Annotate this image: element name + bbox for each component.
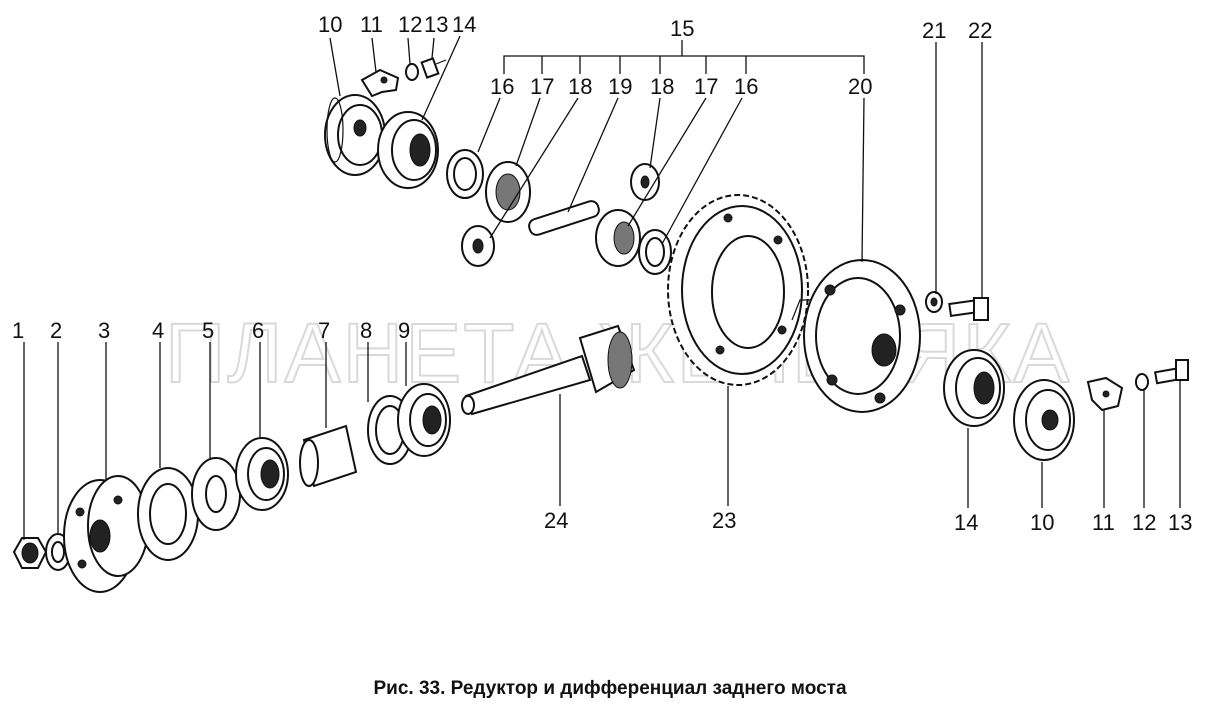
side-gear-washer-left bbox=[446, 149, 484, 199]
callout-6: 6 bbox=[252, 318, 264, 343]
side-gear-left bbox=[485, 161, 531, 223]
lock-plate-top bbox=[360, 68, 400, 98]
pinion-satellite-left bbox=[461, 225, 495, 267]
differential-case bbox=[791, 259, 921, 413]
washer-right bbox=[1135, 373, 1149, 391]
adjusting-nut-right bbox=[1013, 379, 1075, 461]
washer-top bbox=[405, 63, 419, 81]
flange-nut bbox=[12, 537, 48, 569]
adjusting-nut-left bbox=[324, 94, 386, 176]
lock-plate-right bbox=[1086, 376, 1124, 412]
oil-deflector bbox=[191, 457, 241, 531]
callout-labels: 1 2 3 4 5 6 7 8 9 10 11 12 13 14 15 16 1… bbox=[12, 12, 1192, 535]
callout-12-top: 12 bbox=[398, 12, 422, 37]
callout-10-top: 10 bbox=[318, 12, 342, 37]
rear-pinion-bearing bbox=[397, 383, 451, 457]
bolt-right bbox=[1153, 359, 1189, 385]
callout-13-top: 13 bbox=[424, 12, 448, 37]
callout-20: 20 bbox=[848, 74, 872, 99]
callout-16-left: 16 bbox=[490, 74, 514, 99]
callout-22: 22 bbox=[968, 18, 992, 43]
spacer-sleeve bbox=[299, 424, 358, 488]
figure-caption: Рис. 33. Редуктор и дифференциал заднего… bbox=[373, 678, 847, 699]
callout-19: 19 bbox=[608, 74, 632, 99]
washer-21 bbox=[925, 291, 943, 313]
callout-9: 9 bbox=[398, 318, 410, 343]
callout-24: 24 bbox=[544, 508, 568, 533]
callout-5: 5 bbox=[202, 318, 214, 343]
leader-lines bbox=[23, 35, 1181, 540]
pinion-shaft bbox=[528, 200, 600, 236]
callout-23: 23 bbox=[712, 508, 736, 533]
callout-18-left: 18 bbox=[568, 74, 592, 99]
bolt-top bbox=[420, 57, 447, 79]
callout-11-top: 11 bbox=[360, 12, 383, 37]
callout-14-top: 14 bbox=[452, 12, 476, 37]
drive-pinion bbox=[461, 324, 636, 416]
ring-gear bbox=[667, 194, 809, 386]
bolt-22 bbox=[948, 297, 989, 321]
callout-18-right: 18 bbox=[650, 74, 674, 99]
callout-1: 1 bbox=[12, 318, 24, 343]
bearing-top bbox=[377, 111, 439, 189]
oil-seal bbox=[137, 467, 199, 561]
side-gear-right bbox=[595, 209, 641, 267]
callout-13-bottom: 13 bbox=[1168, 510, 1192, 535]
callout-10-bottom: 10 bbox=[1030, 510, 1054, 535]
pinion-satellite-right bbox=[630, 163, 660, 201]
callout-7: 7 bbox=[318, 318, 330, 343]
callout-21: 21 bbox=[922, 18, 946, 43]
callout-11-bottom: 11 bbox=[1092, 510, 1115, 535]
callout-15: 15 bbox=[670, 16, 694, 41]
callout-17-left: 17 bbox=[530, 74, 554, 99]
callout-4: 4 bbox=[152, 318, 164, 343]
callout-17-right: 17 bbox=[694, 74, 718, 99]
callout-14-bottom: 14 bbox=[954, 510, 978, 535]
callout-2: 2 bbox=[50, 318, 62, 343]
bearing-right bbox=[943, 349, 1005, 427]
callout-16-right: 16 bbox=[734, 74, 758, 99]
callout-12-bottom: 12 bbox=[1132, 510, 1156, 535]
callout-8: 8 bbox=[360, 318, 372, 343]
front-pinion-bearing bbox=[235, 437, 289, 511]
drive-flange bbox=[63, 475, 149, 593]
callout-3: 3 bbox=[98, 318, 110, 343]
